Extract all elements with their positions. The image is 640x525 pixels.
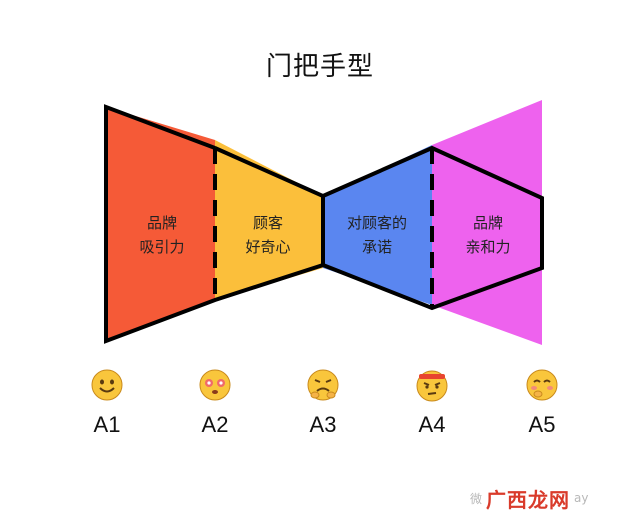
section-3-line1: 对顾客的 bbox=[347, 214, 407, 232]
emoji-label: A4 bbox=[418, 412, 446, 437]
emoji-row: A1 A2 A3 bbox=[0, 368, 640, 458]
section-1-line1: 品牌 bbox=[147, 214, 177, 232]
emoji-label: A2 bbox=[201, 412, 229, 437]
diagram-title: 门把手型 bbox=[265, 52, 374, 82]
emoji-label: A3 bbox=[309, 412, 337, 437]
region-curiosity bbox=[215, 140, 323, 300]
emoji-a5: A5 bbox=[512, 368, 572, 438]
emoji-a1: A1 bbox=[77, 368, 137, 438]
heart-eyes-face-icon bbox=[199, 369, 231, 401]
region-attraction bbox=[106, 107, 215, 341]
emoji-label: A5 bbox=[528, 412, 556, 437]
section-4-line2: 亲和力 bbox=[465, 238, 510, 256]
angry-face-icon bbox=[416, 370, 448, 402]
emoji-label: A1 bbox=[93, 412, 121, 437]
anxious-face-icon bbox=[307, 369, 339, 401]
section-2-line1: 顾客 bbox=[253, 214, 283, 232]
blushing-face-icon bbox=[526, 369, 558, 401]
emoji-a4: A4 bbox=[402, 368, 462, 438]
section-3-line2: 承诺 bbox=[362, 238, 392, 256]
section-2-line2: 好奇心 bbox=[245, 238, 290, 256]
watermark-prefix: 微 bbox=[470, 491, 483, 506]
smiling-face-icon bbox=[91, 369, 123, 401]
emoji-a2: A2 bbox=[185, 368, 245, 438]
watermark-brand: 广西龙网 bbox=[486, 487, 571, 512]
emoji-a3: A3 bbox=[293, 368, 353, 438]
watermark-suffix: ay bbox=[574, 491, 589, 505]
section-1-line2: 吸引力 bbox=[139, 238, 184, 256]
watermark: 微 广西龙网 ay bbox=[470, 484, 588, 512]
outline-right-hexagon bbox=[322, 145, 544, 311]
section-4-line1: 品牌 bbox=[473, 214, 503, 232]
